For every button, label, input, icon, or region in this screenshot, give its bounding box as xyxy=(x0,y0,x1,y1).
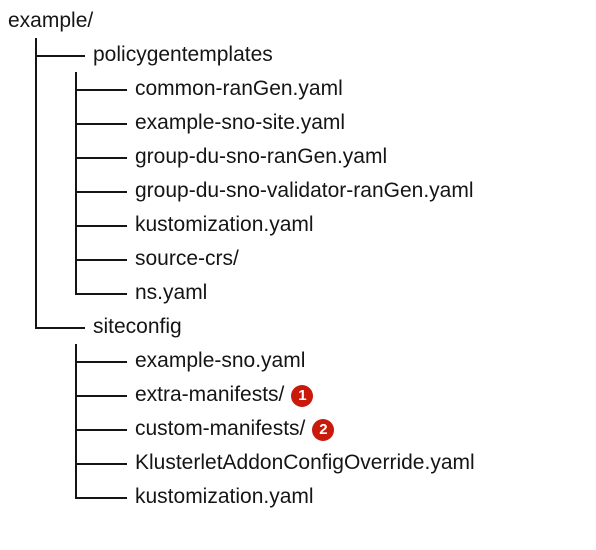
tree-row: ns.yaml xyxy=(0,276,596,310)
tree-connector-horizontal xyxy=(75,259,127,261)
tree-row: custom-manifests/2 xyxy=(0,412,596,446)
tree-connector-horizontal xyxy=(75,225,127,227)
tree-row: siteconfig xyxy=(0,310,596,344)
tree-row: extra-manifests/1 xyxy=(0,378,596,412)
tree-row: kustomization.yaml xyxy=(0,480,596,514)
tree-connector-horizontal xyxy=(75,89,127,91)
tree-row: source-crs/ xyxy=(0,242,596,276)
callout-badge: 2 xyxy=(312,419,335,441)
tree-item-label: group-du-sno-validator-ranGen.yaml xyxy=(135,179,474,202)
tree-guide-vertical xyxy=(35,208,37,242)
tree-connector-horizontal xyxy=(75,361,127,363)
tree-row: policygentemplates xyxy=(0,38,596,72)
tree-row: kustomization.yaml xyxy=(0,208,596,242)
tree-item-label: example-sno-site.yaml xyxy=(135,111,346,134)
tree-guide-vertical xyxy=(35,242,37,276)
tree-connector-horizontal xyxy=(75,191,127,193)
tree-item-label: kustomization.yaml xyxy=(135,485,314,508)
tree-row: example/ xyxy=(0,4,596,38)
tree-connector-horizontal xyxy=(75,395,127,397)
tree-item-label: custom-manifests/ xyxy=(135,417,306,440)
tree-guide-vertical xyxy=(35,276,37,310)
tree-item-label: ns.yaml xyxy=(135,281,208,304)
tree-item-label: kustomization.yaml xyxy=(135,213,314,236)
callout-badge: 1 xyxy=(291,385,314,407)
tree-item-label: common-ranGen.yaml xyxy=(135,77,343,100)
tree-guide-vertical xyxy=(35,174,37,208)
tree-item-label: group-du-sno-ranGen.yaml xyxy=(135,145,388,168)
tree-connector-vertical xyxy=(35,310,37,328)
tree-guide-vertical xyxy=(35,72,37,106)
tree-connector-horizontal xyxy=(75,123,127,125)
tree-item-label: example-sno.yaml xyxy=(135,349,306,372)
tree-row: group-du-sno-ranGen.yaml xyxy=(0,140,596,174)
tree-item-label: extra-manifests/ xyxy=(135,383,285,406)
tree-row: example-sno-site.yaml xyxy=(0,106,596,140)
tree-connector-horizontal xyxy=(75,497,127,499)
tree-row: common-ranGen.yaml xyxy=(0,72,596,106)
tree-row: KlusterletAddonConfigOverride.yaml xyxy=(0,446,596,480)
tree-item-label: source-crs/ xyxy=(135,247,239,270)
tree-connector-horizontal xyxy=(35,327,85,329)
tree-item-label: siteconfig xyxy=(93,315,182,338)
tree-connector-horizontal xyxy=(75,463,127,465)
tree-guide-vertical xyxy=(35,140,37,174)
tree-item-label: KlusterletAddonConfigOverride.yaml xyxy=(135,451,475,474)
tree-connector-horizontal xyxy=(35,55,85,57)
tree-connector-horizontal xyxy=(75,157,127,159)
tree-row: group-du-sno-validator-ranGen.yaml xyxy=(0,174,596,208)
tree-item-label: policygentemplates xyxy=(93,43,273,66)
tree-connector-vertical xyxy=(75,480,77,498)
tree-root-label: example/ xyxy=(8,9,94,32)
tree-connector-vertical xyxy=(75,276,77,294)
tree-guide-vertical xyxy=(35,106,37,140)
tree-connector-horizontal xyxy=(75,429,127,431)
tree-row: example-sno.yaml xyxy=(0,344,596,378)
tree-connector-horizontal xyxy=(75,293,127,295)
